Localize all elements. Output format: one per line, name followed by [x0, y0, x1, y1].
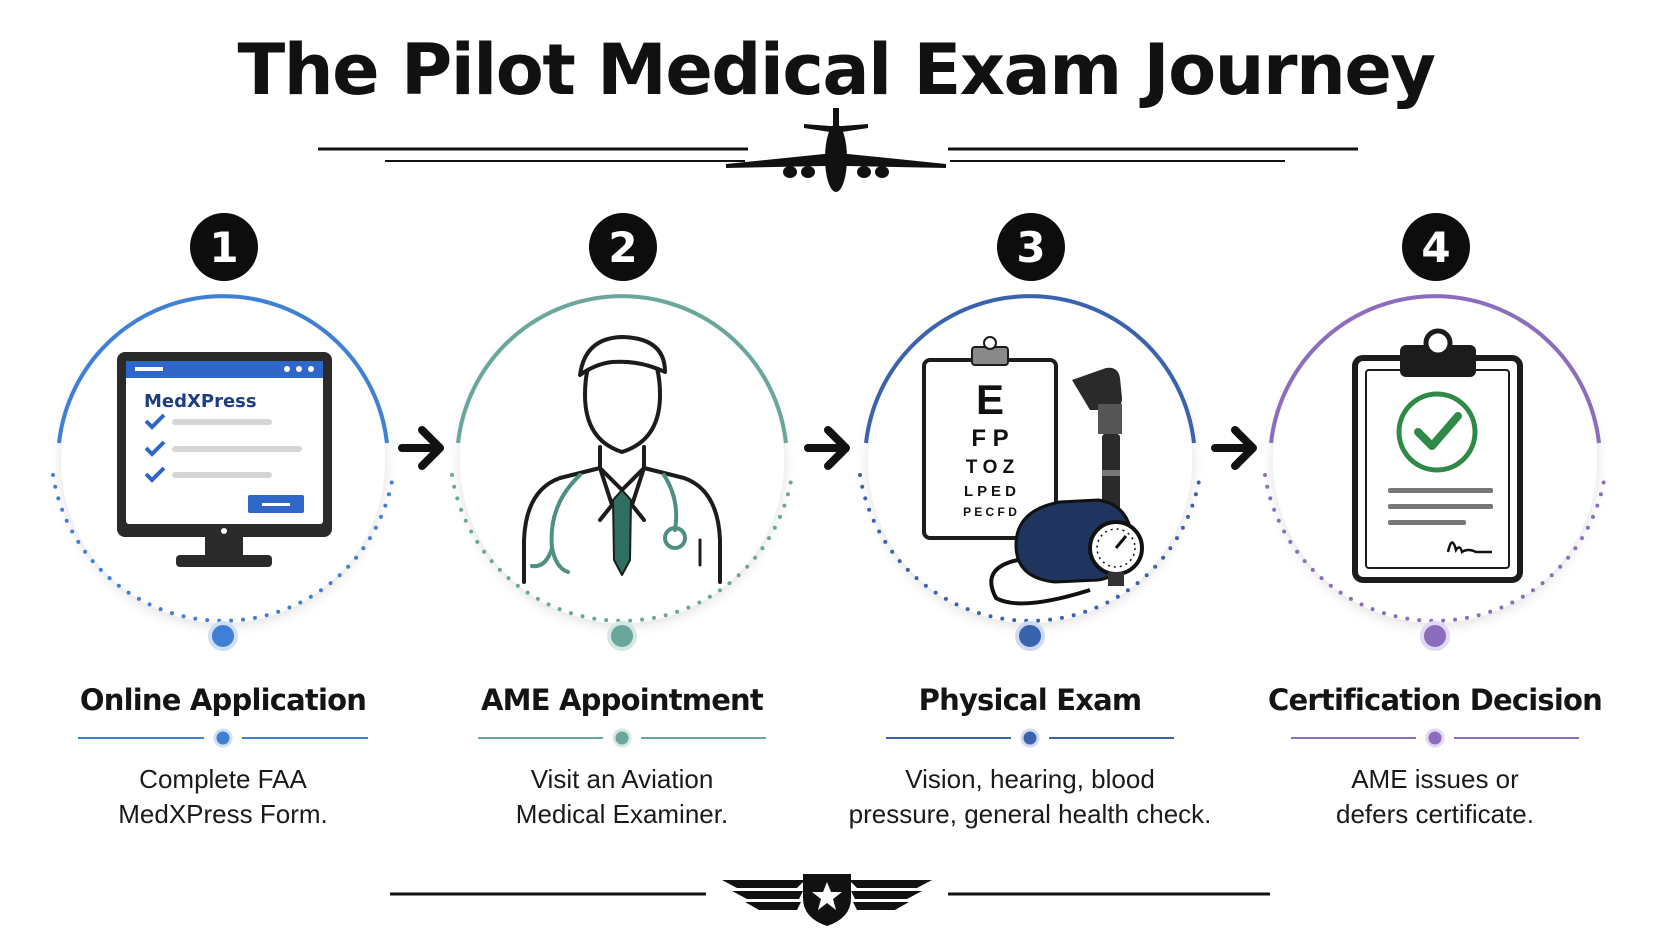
- step-1-title: Online Application: [79, 683, 367, 717]
- title-dividers: [78, 728, 1579, 748]
- step-4-number-badge: 4: [1402, 213, 1470, 281]
- eye-chart-row-5: P E C F D: [963, 505, 1017, 519]
- eye-chart-otoscope-bp-cuff-icon: E F P T O Z L P E D P E C F D: [922, 336, 1144, 606]
- step-3-description-line-1: Vision, hearing, blood: [905, 764, 1155, 794]
- eye-chart-row-4: L P E D: [964, 483, 1016, 500]
- step-2-title: AME Appointment: [481, 683, 764, 717]
- step-3-description-line-2: pressure, general health check.: [848, 799, 1212, 829]
- step-3-description: Vision, hearing, blood pressure, general…: [840, 762, 1220, 832]
- eye-chart-row-1: E: [976, 376, 1004, 423]
- airplane-icon: [726, 108, 946, 192]
- step-3-number-badge: 3: [997, 213, 1065, 281]
- step-2-number-badge: 2: [589, 213, 657, 281]
- step-4-description: AME issues or defers certificate.: [1245, 762, 1625, 832]
- medxpress-screen-label: MedXPress: [144, 391, 257, 412]
- clipboard-checkmark-icon: [1352, 328, 1523, 583]
- step-2-description-line-1: Visit an Aviation: [530, 764, 714, 794]
- arrow-right-icon: [1211, 426, 1257, 470]
- step-4-description-line-1: AME issues or: [1351, 764, 1519, 794]
- pilot-wings-star-icon: [722, 874, 932, 926]
- step-1-description-line-1: Complete FAA: [139, 764, 307, 794]
- step-3-title: Physical Exam: [918, 683, 1143, 717]
- step-1-description: Complete FAA MedXPress Form.: [33, 762, 413, 832]
- computer-monitor-icon: MedXPress: [117, 352, 332, 567]
- doctor-stethoscope-icon: [522, 335, 722, 584]
- step-1-number-badge: 1: [190, 213, 258, 281]
- eye-chart-row-2: F P: [971, 425, 1008, 452]
- step-4-description-line-2: defers certificate.: [1336, 799, 1534, 829]
- step-2-ring: [450, 294, 794, 651]
- step-4-title: Certification Decision: [1268, 683, 1603, 717]
- step-1-description-line-2: MedXPress Form.: [118, 799, 328, 829]
- step-2-description-line-2: Medical Examiner.: [515, 799, 729, 829]
- eye-chart-row-3: T O Z: [966, 457, 1015, 478]
- page-title: The Pilot Medical Exam Journey: [237, 29, 1436, 111]
- arrow-right-icon: [804, 426, 850, 470]
- step-2-description: Visit an Aviation Medical Examiner.: [432, 762, 812, 832]
- arrow-right-icon: [398, 426, 444, 470]
- header-divider: [318, 147, 1358, 162]
